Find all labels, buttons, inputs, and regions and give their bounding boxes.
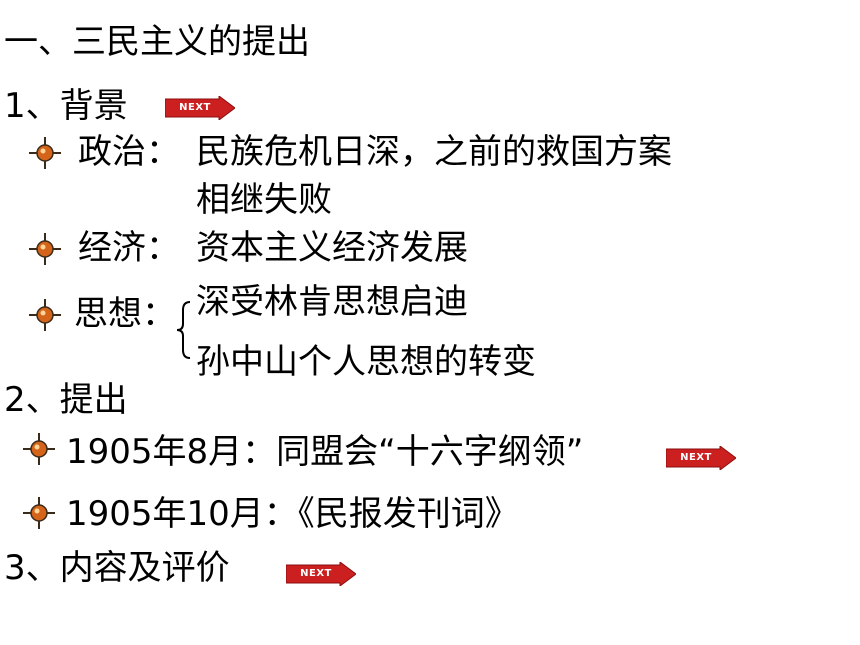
- cross-bullet-icon: [29, 299, 61, 331]
- political-text-line1: 民族危机日深，之前的救国方案: [196, 132, 672, 172]
- page-title: 一、三民主义的提出: [4, 22, 310, 62]
- next-button-2[interactable]: NEXT: [666, 446, 736, 470]
- section-3-heading: 3、内容及评价: [4, 548, 230, 588]
- cross-bullet-icon: [23, 497, 55, 529]
- economic-text: 资本主义经济发展: [196, 228, 468, 268]
- next-label: NEXT: [179, 102, 211, 113]
- section-2-heading: 2、提出: [4, 380, 128, 420]
- political-text-line2: 相继失败: [196, 180, 332, 220]
- section-1-heading: 1、背景: [4, 86, 128, 126]
- thought-label: 思想：: [74, 294, 176, 334]
- economic-label: 经济：: [78, 228, 180, 268]
- next-arrow-icon: [286, 562, 356, 586]
- next-button-1[interactable]: NEXT: [165, 96, 235, 120]
- political-label: 政治：: [78, 132, 180, 172]
- cross-bullet-icon: [23, 433, 55, 465]
- curly-brace-icon: [176, 301, 191, 359]
- next-arrow-icon: [165, 96, 235, 120]
- next-label: NEXT: [300, 568, 332, 579]
- cross-bullet-icon: [29, 137, 61, 169]
- next-button-3[interactable]: NEXT: [286, 562, 356, 586]
- next-label: NEXT: [680, 452, 712, 463]
- proposal-item-1: 1905年8月：同盟会“十六字纲领”: [66, 432, 584, 472]
- next-arrow-icon: [666, 446, 736, 470]
- thought-item-1: 深受林肯思想启迪: [196, 282, 468, 322]
- cross-bullet-icon: [29, 233, 61, 265]
- thought-item-2: 孙中山个人思想的转变: [196, 342, 536, 382]
- proposal-item-2: 1905年10月：《民报发刊词》: [66, 494, 519, 534]
